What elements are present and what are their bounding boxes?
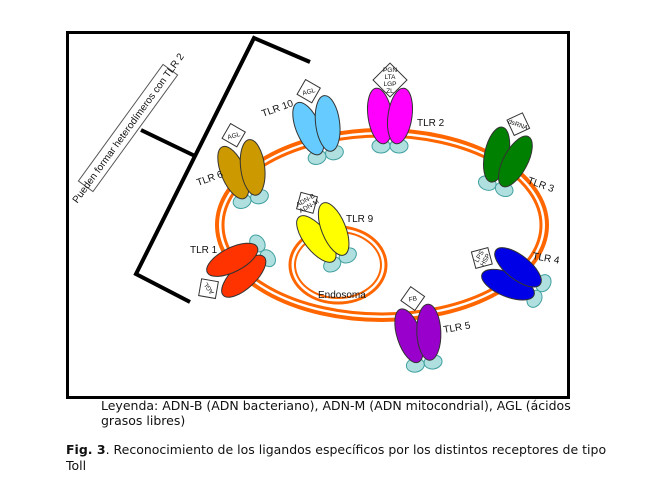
bracket-note-box: Pueden formar heterodímeros con TLR 2 bbox=[71, 51, 187, 205]
receptor-label: TLR 10 bbox=[260, 98, 295, 120]
figure-label: Fig. 3 bbox=[66, 442, 106, 457]
receptor-label: TLR 9 bbox=[346, 214, 374, 225]
legend-text: Leyenda: ADN-B (ADN bacteriano), ADN-M (… bbox=[101, 398, 571, 428]
endosome-label: Endosoma bbox=[318, 290, 366, 301]
ligand-box bbox=[506, 112, 531, 137]
ligand-label: LTA bbox=[385, 74, 397, 81]
ligand-box bbox=[296, 78, 321, 104]
receptor-label: TLR 6 bbox=[195, 169, 225, 189]
caption-text: . Reconocimiento de los ligandos específ… bbox=[66, 442, 607, 473]
ligand-box bbox=[295, 191, 319, 214]
receptor-label: TLR 4 bbox=[531, 251, 560, 267]
receptor-monomer bbox=[314, 95, 341, 152]
receptor-tlr6: AGL bbox=[217, 122, 269, 209]
ligand-label: LGP bbox=[383, 81, 396, 88]
receptor-tlr1: AGL bbox=[198, 234, 276, 300]
receptor-monomer bbox=[494, 247, 542, 288]
ligand-label: ZL bbox=[386, 88, 394, 95]
figure-frame bbox=[66, 31, 570, 399]
bracket-note-text: Pueden formar heterodímeros con TLR 2 bbox=[71, 51, 187, 205]
receptor-tlr3: dsRNA bbox=[477, 112, 533, 198]
receptor-monomer bbox=[317, 202, 350, 256]
bracket-pointer bbox=[140, 128, 196, 158]
ligand-label: AGL bbox=[227, 131, 242, 141]
ligand-label: AGL bbox=[302, 87, 317, 97]
receptor-monomer bbox=[416, 303, 442, 361]
ligand-box bbox=[400, 286, 426, 312]
ligand-label: FB bbox=[408, 295, 417, 303]
heterodimer-bracket bbox=[133, 35, 311, 304]
ligand-box bbox=[372, 62, 408, 98]
ligand-box bbox=[470, 246, 493, 270]
receptor-label: TLR 5 bbox=[443, 320, 472, 336]
receptor-tlr10: AGL bbox=[292, 78, 344, 165]
ligand-box bbox=[221, 122, 246, 148]
receptor-monomer bbox=[386, 87, 414, 145]
ligand-box bbox=[198, 278, 219, 300]
receptor-label: TLR 2 bbox=[417, 118, 445, 129]
ligand-label: PGN bbox=[383, 67, 397, 74]
receptor-label: TLR 1 bbox=[190, 245, 218, 256]
receptor-monomer bbox=[498, 135, 533, 188]
receptor-tlr5: FB bbox=[394, 286, 443, 373]
figure-caption: Fig. 3. Reconocimiento de los ligandos e… bbox=[66, 442, 626, 474]
receptor-monomer bbox=[239, 139, 266, 196]
